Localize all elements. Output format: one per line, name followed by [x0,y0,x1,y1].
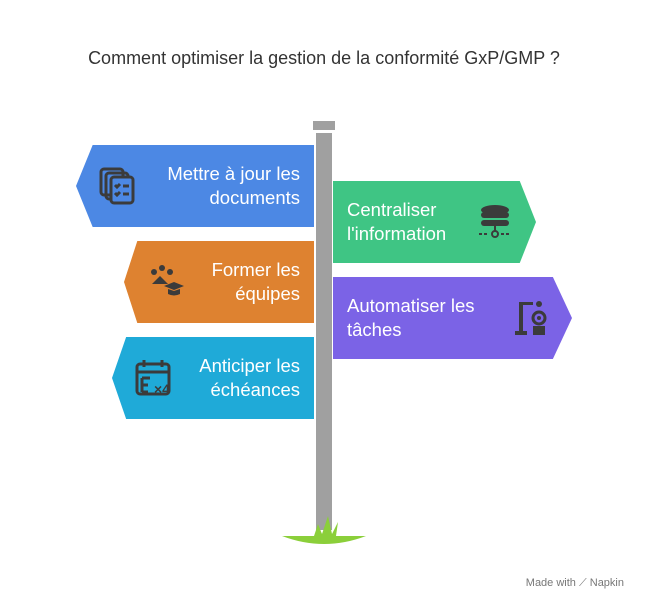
napkin-logo-icon: ⟋ [578,577,587,589]
sign-label-line1: Anticiper les [199,355,300,376]
sign-label-line1: Centraliser [347,199,437,220]
signpost-cap [313,121,335,130]
documents-checklist-icon [99,167,135,205]
signpost-pole [316,133,332,530]
footer-credit: Made with ⟋ Napkin [526,577,624,590]
sign-label-line2: échéances [210,379,300,400]
sign-train-teams: Former les équipes [124,241,314,323]
sign-label-line2: tâches [347,319,402,340]
team-graduation-icon [151,265,184,296]
sign-label-line2: l'information [347,223,447,244]
calendar-repeat-icon: ×4 [135,360,171,397]
diagram-title: Comment optimiser la gestion de la confo… [88,48,560,68]
sign-label-line1: Mettre à jour les [167,163,300,184]
sign-label-line2: documents [209,187,301,208]
svg-text:×4: ×4 [154,381,170,397]
sign-centralize-information: Centraliser l'information [333,181,536,263]
robot-arm-icon [515,301,547,335]
sign-anticipate-deadlines: ×4 Anticiper les échéances [112,337,314,419]
sign-update-documents: Mettre à jour les documents [76,145,314,227]
sign-label-line1: Former les [211,259,300,280]
grass-icon [282,516,366,544]
database-network-icon [479,205,511,238]
brand-text: Napkin [589,577,624,589]
sign-label-line1: Automatiser les [347,295,475,316]
sign-label-line2: équipes [235,283,300,304]
sign-automate-tasks: Automatiser les tâches [333,277,572,359]
made-with-text: Made with [525,577,576,589]
